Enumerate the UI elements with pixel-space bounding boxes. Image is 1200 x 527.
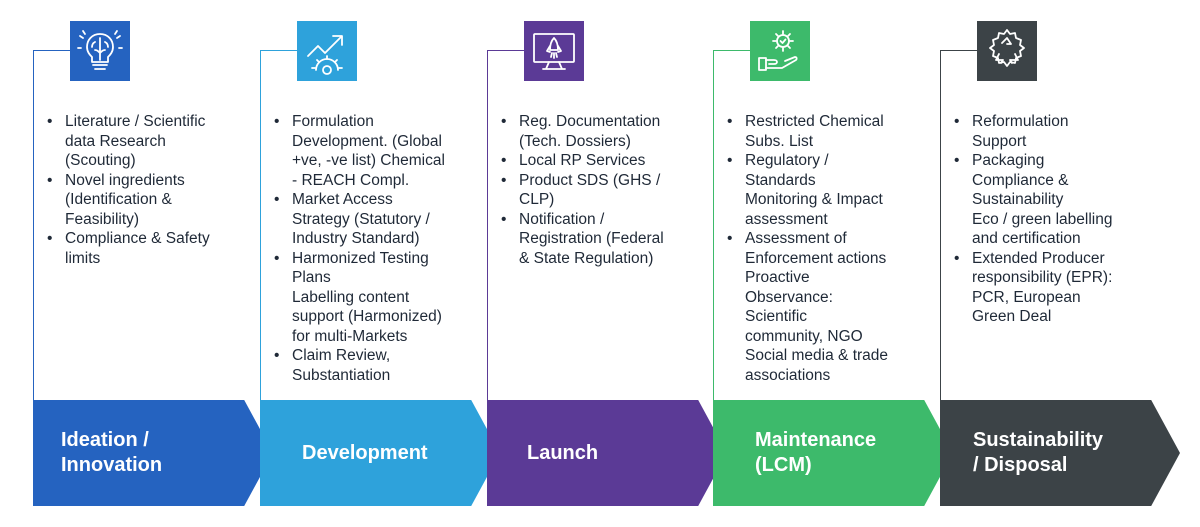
stage-arrow-sustainability: Sustainability / Disposal xyxy=(940,400,1180,506)
stage-frame xyxy=(713,50,750,400)
stage-icon-box xyxy=(70,21,130,81)
stage-label: Sustainability / Disposal xyxy=(973,429,1104,476)
list-item: Local RP Services xyxy=(501,151,701,171)
stage-icon-box xyxy=(750,21,810,81)
list-item: Reg. Documentation(Tech. Dossiers) xyxy=(501,112,701,151)
stage-label: Launch xyxy=(527,441,599,464)
stage-icon-box xyxy=(524,21,584,81)
list-item: Claim Review,Substantiation xyxy=(274,346,474,385)
stage-arrow-maintenance: Maintenance (LCM) xyxy=(713,400,953,506)
stage-frame xyxy=(33,50,70,400)
stage-frame xyxy=(940,50,977,400)
brain-bulb-icon xyxy=(77,30,123,70)
hand-gear-icon xyxy=(758,30,798,71)
stage-arrow-development: Development xyxy=(260,400,500,506)
stage-label: Ideation / Innovation xyxy=(61,429,163,476)
growth-gear-icon xyxy=(307,35,343,75)
stage-label: Development xyxy=(302,441,428,464)
stage-arrow-launch: Launch xyxy=(487,400,727,506)
stage-frame xyxy=(260,50,297,400)
stage-launch: Reg. Documentation(Tech. Dossiers) Local… xyxy=(487,0,702,527)
list-item: Product SDS (GHS /CLP) xyxy=(501,171,701,210)
stage-icon-box xyxy=(297,21,357,81)
stage-arrow-ideation: Ideation / Innovation xyxy=(33,400,273,506)
stage-items: Reg. Documentation(Tech. Dossiers) Local… xyxy=(501,112,701,268)
stage-label: Maintenance (LCM) xyxy=(755,429,877,476)
list-item: Novel ingredients(Identification &Feasib… xyxy=(47,171,247,230)
recycle-gear-icon xyxy=(989,29,1025,67)
list-item: Notification /Registration (Federal& Sta… xyxy=(501,210,701,269)
stage-icon-box xyxy=(977,21,1037,81)
rocket-monitor-icon xyxy=(533,33,575,70)
stage-frame xyxy=(487,50,524,400)
